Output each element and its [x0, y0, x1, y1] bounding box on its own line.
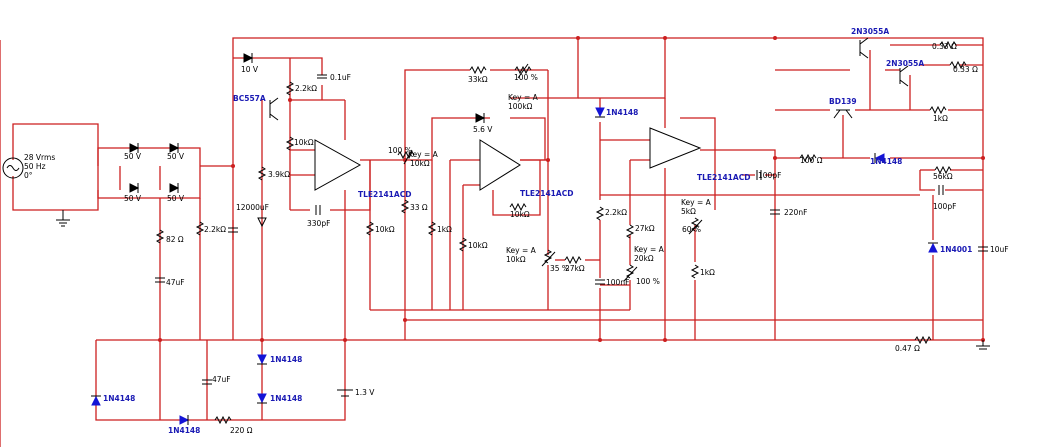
label-r-10k-b: 10kΩ — [375, 225, 395, 234]
label-d-1n4148-a: 1N4148 — [606, 108, 638, 117]
label-r-1k-a: 1kΩ — [437, 225, 452, 234]
label-q-2n3055a-b: 2N3055A — [886, 59, 924, 68]
label-r-033-b: 0.33 Ω — [953, 65, 978, 74]
label-z-56v: 5.6 V — [473, 125, 493, 134]
ground-icon — [976, 340, 990, 350]
ac-source-icon — [2, 157, 24, 179]
diode-icon — [91, 53, 938, 425]
label-r-27k-b: 27kΩ — [635, 224, 655, 233]
transistor-icon — [269, 37, 909, 121]
label-z-10v: 10 V — [241, 65, 259, 74]
label-pot4-val: 20kΩ — [634, 254, 654, 263]
label-pot3-key: Key = A — [506, 246, 537, 255]
label-u3: TLE2141ACD — [697, 173, 750, 182]
source-voltage: 28 Vrms — [24, 153, 55, 162]
label-c-10uf: 10uF — [990, 245, 1009, 254]
label-d-1n4148-c: 1N4148 — [270, 355, 302, 364]
label-r-2k2-c: 2.2kΩ — [605, 208, 627, 217]
label-q-bc557a: BC557A — [233, 94, 266, 103]
label-c-330pf: 330pF — [307, 219, 330, 228]
label-d-1n4148-e: 1N4148 — [103, 394, 135, 403]
label-u1: TLE2141ACD — [358, 190, 411, 199]
label-r-56k: 56kΩ — [933, 172, 953, 181]
label-pot5-key: Key = A — [681, 198, 712, 207]
label-r-1k-b: 1kΩ — [700, 268, 715, 277]
label-q-bd139: BD139 — [829, 97, 857, 106]
label-r-10k-a: 10kΩ — [294, 138, 314, 147]
label-u2: TLE2141ACD — [520, 189, 573, 198]
label-r-220: 220 Ω — [230, 426, 253, 435]
label-c-47uf-b: 47uF — [212, 375, 231, 384]
label-r-3k9: 3.9kΩ — [268, 170, 290, 179]
label-pot4-key: Key = A — [634, 245, 665, 254]
label-r-100: 100 Ω — [800, 156, 823, 165]
label-r-10k-c: 10kΩ — [510, 210, 530, 219]
component-labels: 12000uF 82 Ω 47uF 2.2kΩ 10 V BC557A 2.2k… — [103, 27, 1009, 435]
label-c-01uf: 0.1uF — [330, 73, 351, 82]
label-pot3-pct: 35 % — [550, 264, 569, 273]
opamp-icon — [314, 127, 702, 191]
label-r-10k-d: 10kΩ — [468, 241, 488, 250]
bridge-d3-label: 50 V — [124, 194, 142, 203]
label-r-33k: 33kΩ — [468, 75, 488, 84]
label-c-100nf: 100nF — [606, 278, 629, 287]
bridge-d1-label: 50 V — [124, 152, 142, 161]
wires — [0, 37, 984, 447]
bridge-d2-label: 50 V — [167, 152, 185, 161]
label-c-100pf-b: 100pF — [933, 202, 956, 211]
label-pot1-val: 10kΩ — [410, 159, 430, 168]
label-pot2-pct: 100 % — [514, 73, 538, 82]
label-pot1-key: Key = A — [408, 150, 439, 159]
battery-icon — [337, 389, 353, 397]
label-d-1n4148-b: 1N4148 — [870, 157, 902, 166]
resistor-icon — [155, 40, 967, 425]
junctions — [158, 36, 985, 342]
label-r-82: 82 Ω — [166, 235, 184, 244]
label-d-1n4001: 1N4001 — [940, 245, 972, 254]
label-pot4-pct: 100 % — [636, 277, 660, 286]
bridge-diode-icon — [129, 143, 180, 193]
label-c-100pf-a: 100pF — [758, 171, 781, 180]
label-r-2k2-b: 2.2kΩ — [295, 84, 317, 93]
capacitor-icon — [155, 74, 988, 385]
label-r-1k-c: 1kΩ — [933, 114, 948, 123]
label-pot5-val: 5kΩ — [681, 207, 696, 216]
bridge-d4-label: 50 V — [167, 194, 185, 203]
label-pot2-val: 100kΩ — [508, 102, 533, 111]
label-r-2k2-a: 2.2kΩ — [204, 225, 226, 234]
label-pot3-val: 10kΩ — [506, 255, 526, 264]
label-c-12000uf: 12000uF — [236, 203, 269, 212]
label-d-1n4148-f: 1N4148 — [168, 426, 200, 435]
label-r-33: 33 Ω — [410, 203, 428, 212]
potentiometer-icon — [397, 63, 703, 282]
label-c-47uf-a: 47uF — [166, 278, 185, 287]
label-c-220nf: 220nF — [784, 208, 807, 217]
label-pot5-pct: 60 % — [682, 225, 701, 234]
ground-icon — [56, 210, 70, 227]
source-phase: 0° — [24, 171, 33, 180]
label-q-2n3055a-a: 2N3055A — [851, 27, 889, 36]
label-r-033-a: 0.33 Ω — [932, 42, 957, 51]
label-d-1n4148-d: 1N4148 — [270, 394, 302, 403]
source-frequency: 50 Hz — [24, 162, 46, 171]
label-pot1-pct: 100 % — [388, 146, 412, 155]
label-bat-13v: 1.3 V — [355, 388, 375, 397]
label-pot2-key: Key = A — [508, 93, 539, 102]
label-r-27k-a: 27kΩ — [565, 264, 585, 273]
label-r-047: 0.47 Ω — [895, 344, 920, 353]
